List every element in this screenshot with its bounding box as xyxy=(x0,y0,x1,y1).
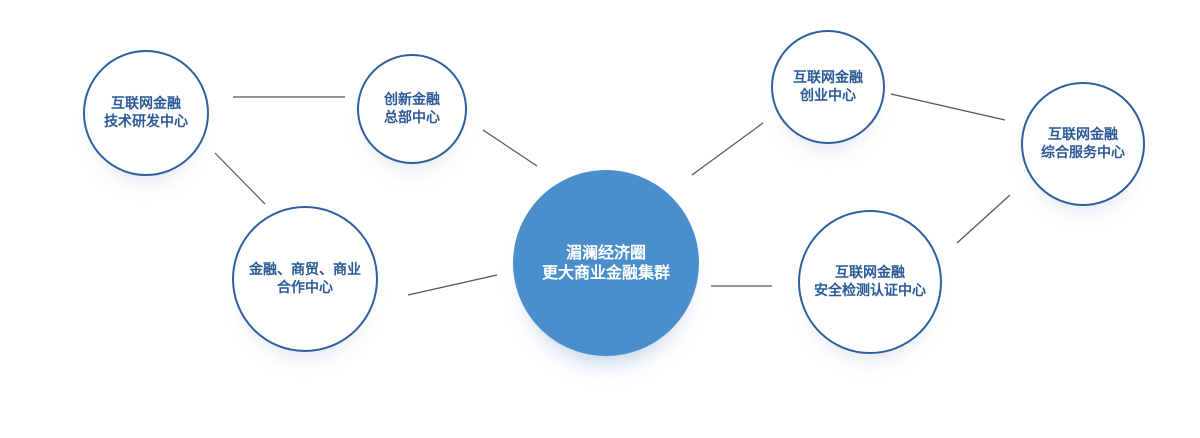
node-center-cluster: 湄澜经济圈 更大商业金融集群 xyxy=(513,170,699,356)
node-service-line1: 互联网金融 xyxy=(1048,127,1118,143)
node-security-certification-center: 互联网金融 安全检测认证中心 xyxy=(798,210,942,354)
center-line1: 湄澜经济圈 xyxy=(565,243,646,262)
connector-hq-center xyxy=(482,129,538,167)
node-startup-line2: 创业中心 xyxy=(800,88,856,104)
node-startup-line1: 互联网金融 xyxy=(793,70,863,86)
center-line2: 更大商业金融集群 xyxy=(541,263,670,282)
node-trade-cooperation-center: 金融、商贸、商业 合作中心 xyxy=(232,206,378,352)
node-safety-line2: 安全检测认证中心 xyxy=(814,283,926,299)
node-hq-line2: 总部中心 xyxy=(384,110,440,126)
connector-center-startup xyxy=(691,122,764,176)
connector-startup-service xyxy=(890,93,1006,121)
connector-service-safety xyxy=(956,194,1011,244)
connector-trade-center xyxy=(407,274,498,296)
node-trade-line1: 金融、商贸、商业 xyxy=(249,262,361,278)
node-tech-line2: 技术研发中心 xyxy=(104,114,188,130)
node-trade-line2: 合作中心 xyxy=(277,280,333,296)
node-safety-line1: 互联网金融 xyxy=(835,265,905,281)
node-service-center: 互联网金融 综合服务中心 xyxy=(1021,82,1145,206)
node-innovation-hq: 创新金融 总部中心 xyxy=(357,54,467,164)
node-hq-line1: 创新金融 xyxy=(384,92,440,108)
connector-tech-trade xyxy=(214,152,266,205)
node-tech-line1: 互联网金融 xyxy=(111,96,181,112)
node-tech-rd-center: 互联网金融 技术研发中心 xyxy=(83,50,209,176)
node-startup-center: 互联网金融 创业中心 xyxy=(771,30,885,144)
node-service-line2: 综合服务中心 xyxy=(1041,145,1125,161)
